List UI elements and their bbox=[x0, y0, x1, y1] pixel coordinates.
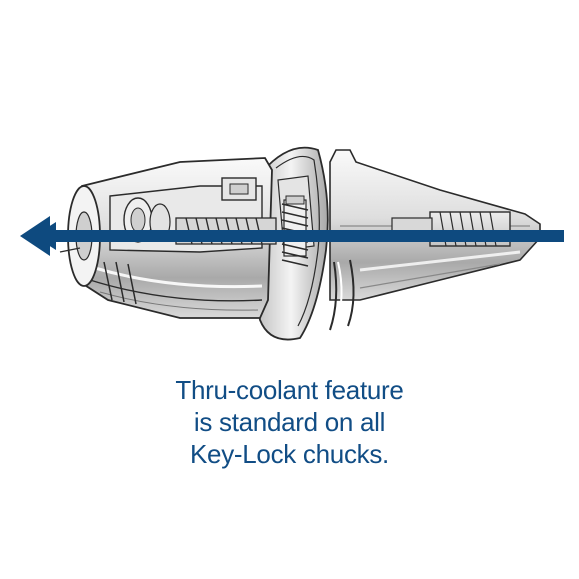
caption-line-1: Thru-coolant feature bbox=[175, 375, 404, 405]
chuck-cutaway-illustration bbox=[20, 146, 564, 341]
arrow-left-icon bbox=[20, 216, 564, 256]
key-lock-block bbox=[221, 177, 257, 201]
caption-line-3: Key-Lock chucks. bbox=[190, 439, 389, 469]
caption-line-2: is standard on all bbox=[193, 407, 386, 437]
figure-caption: Thru-coolant feature is standard on all … bbox=[0, 374, 579, 470]
